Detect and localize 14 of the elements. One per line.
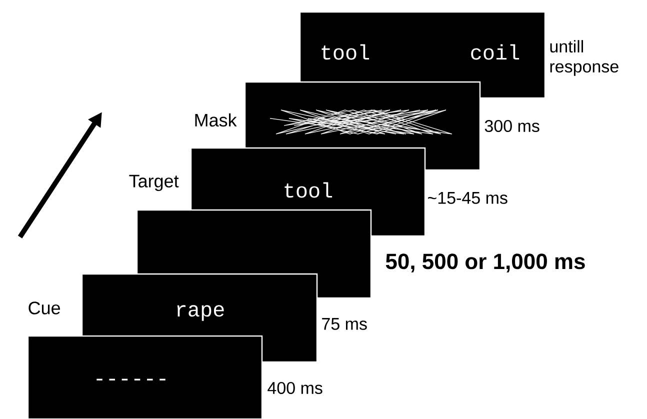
duration-label: 50, 500 or 1,000 ms (386, 254, 585, 272)
stage-label: Cue (28, 302, 60, 314)
stage-label: Target (129, 174, 179, 192)
duration-label: 75 ms (322, 318, 367, 330)
screen-word: tool (322, 44, 370, 60)
duration-label: untill response (550, 40, 618, 76)
screen-word: rape (177, 305, 224, 321)
screen-word: tool (284, 182, 332, 198)
duration-label: 400 ms (268, 382, 322, 394)
screen-word: coil (471, 44, 520, 60)
stage-label: Mask (195, 113, 237, 127)
duration-label: ~15-45 ms (428, 192, 508, 204)
duration-label: 300 ms (484, 120, 540, 132)
screen-word: ------ (96, 378, 166, 380)
